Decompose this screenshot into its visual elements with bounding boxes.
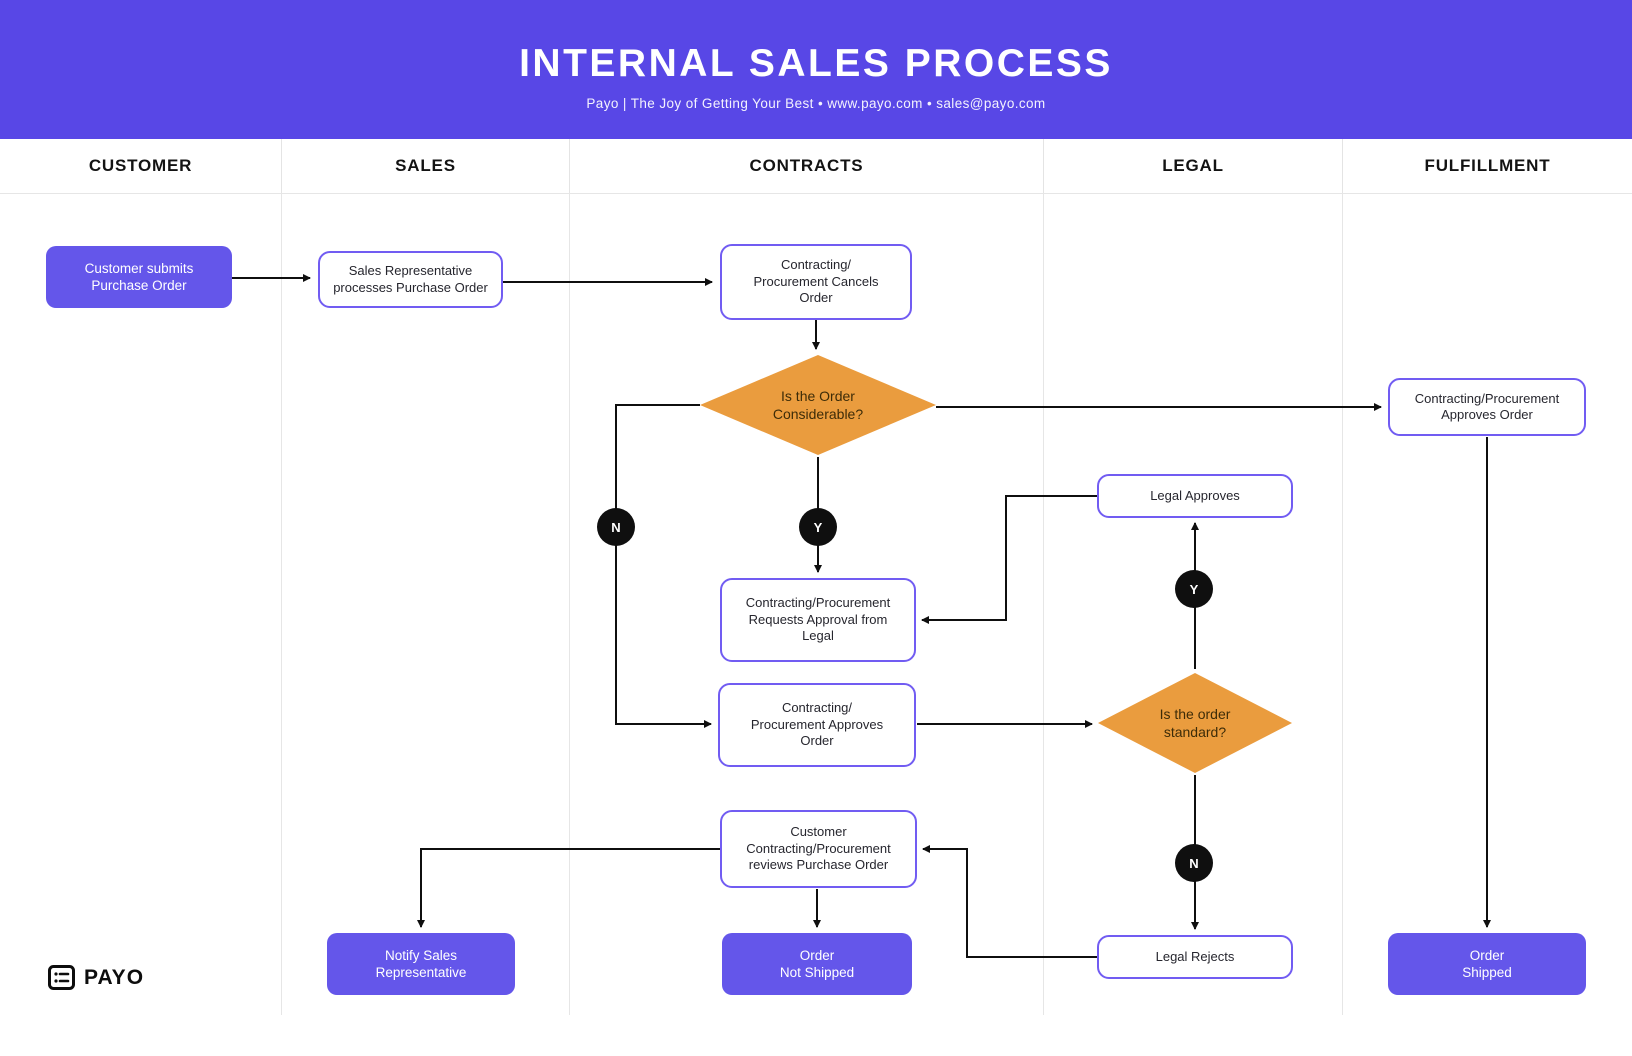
edge-reviews-to-notify <box>417 848 720 928</box>
payo-logo: PAYO <box>48 965 144 990</box>
decision-label: Is the Order Considerable? <box>772 388 864 422</box>
node-label: Sales Representative processes Purchase … <box>333 263 488 295</box>
node-label: Contracting/Procurement Approves Order <box>1414 390 1560 423</box>
lane-divider <box>1043 194 1044 1015</box>
node-legal-rejects: Legal Rejects <box>1097 935 1293 979</box>
edge-legal-approves-to-requests <box>921 495 1097 624</box>
lane-header-contracts: CONTRACTS <box>569 139 1043 193</box>
node-label: Contracting/ Procurement Approves Order <box>750 700 884 749</box>
lane-divider <box>1342 194 1343 1015</box>
lane-header-legal: LEGAL <box>1043 139 1342 193</box>
node-sales-processes-po: Sales Representative processes Purchase … <box>318 251 503 308</box>
badge-no-standard: N <box>1175 844 1213 882</box>
node-customer-reviews-po: Customer Contracting/Procurement reviews… <box>720 810 917 888</box>
node-label: Customer Contracting/Procurement reviews… <box>746 824 891 873</box>
badge-yes-standard: Y <box>1175 570 1213 608</box>
node-label: Contracting/Procurement Requests Approva… <box>745 595 891 644</box>
lane-header-row: CUSTOMER SALES CONTRACTS LEGAL FULFILLME… <box>0 139 1632 194</box>
ledger-icon <box>48 965 75 990</box>
decision-diamond-standard <box>1098 673 1292 773</box>
lane-header-fulfillment: FULFILLMENT <box>1342 139 1632 193</box>
node-label: Notify Sales Representative <box>375 948 467 980</box>
lane-divider <box>281 194 282 1015</box>
header-banner: INTERNAL SALES PROCESS Payo | The Joy of… <box>0 0 1632 139</box>
node-label: Legal Approves <box>1150 487 1240 503</box>
node-label: Contracting/ Procurement Cancels Order <box>753 257 879 306</box>
lane-header-customer: CUSTOMER <box>88 156 193 175</box>
lane-divider <box>569 194 570 1015</box>
page-subtitle: Payo | The Joy of Getting Your Best • ww… <box>586 96 1046 111</box>
node-requests-approval-from-legal: Contracting/Procurement Requests Approva… <box>720 578 916 662</box>
edge-considerable-no <box>615 404 712 728</box>
edge-rejects-to-reviews <box>922 845 1097 958</box>
node-label: Order Not Shipped <box>779 948 855 980</box>
node-contracting-approves-order-contracts: Contracting/ Procurement Approves Order <box>718 683 916 767</box>
node-contracting-cancels-order: Contracting/ Procurement Cancels Order <box>720 244 912 320</box>
decision-diamond-considerable <box>700 355 936 455</box>
node-notify-sales-representative: Notify Sales Representative <box>327 933 515 995</box>
lane-header-sales: SALES <box>281 139 569 193</box>
decision-label: Is the order standard? <box>1159 706 1231 740</box>
node-order-not-shipped: Order Not Shipped <box>722 933 912 995</box>
node-label: Legal Rejects <box>1155 948 1235 964</box>
badge-no-considerable: N <box>597 508 635 546</box>
node-order-shipped: Order Shipped <box>1388 933 1586 995</box>
node-customer-submits-po: Customer submits Purchase Order <box>46 246 232 308</box>
node-label: Customer submits Purchase Order <box>84 261 194 293</box>
node-contracting-approves-order-fulfillment: Contracting/Procurement Approves Order <box>1388 378 1586 436</box>
page-title: INTERNAL SALES PROCESS <box>519 42 1113 85</box>
node-label: Order Shipped <box>1462 948 1512 980</box>
decision-is-order-standard: Is the order standard? <box>1105 695 1285 751</box>
logo-text: PAYO <box>84 965 145 989</box>
node-legal-approves: Legal Approves <box>1097 474 1293 518</box>
decision-is-order-considerable: Is the Order Considerable? <box>718 375 918 435</box>
badge-yes-considerable: Y <box>799 508 837 546</box>
